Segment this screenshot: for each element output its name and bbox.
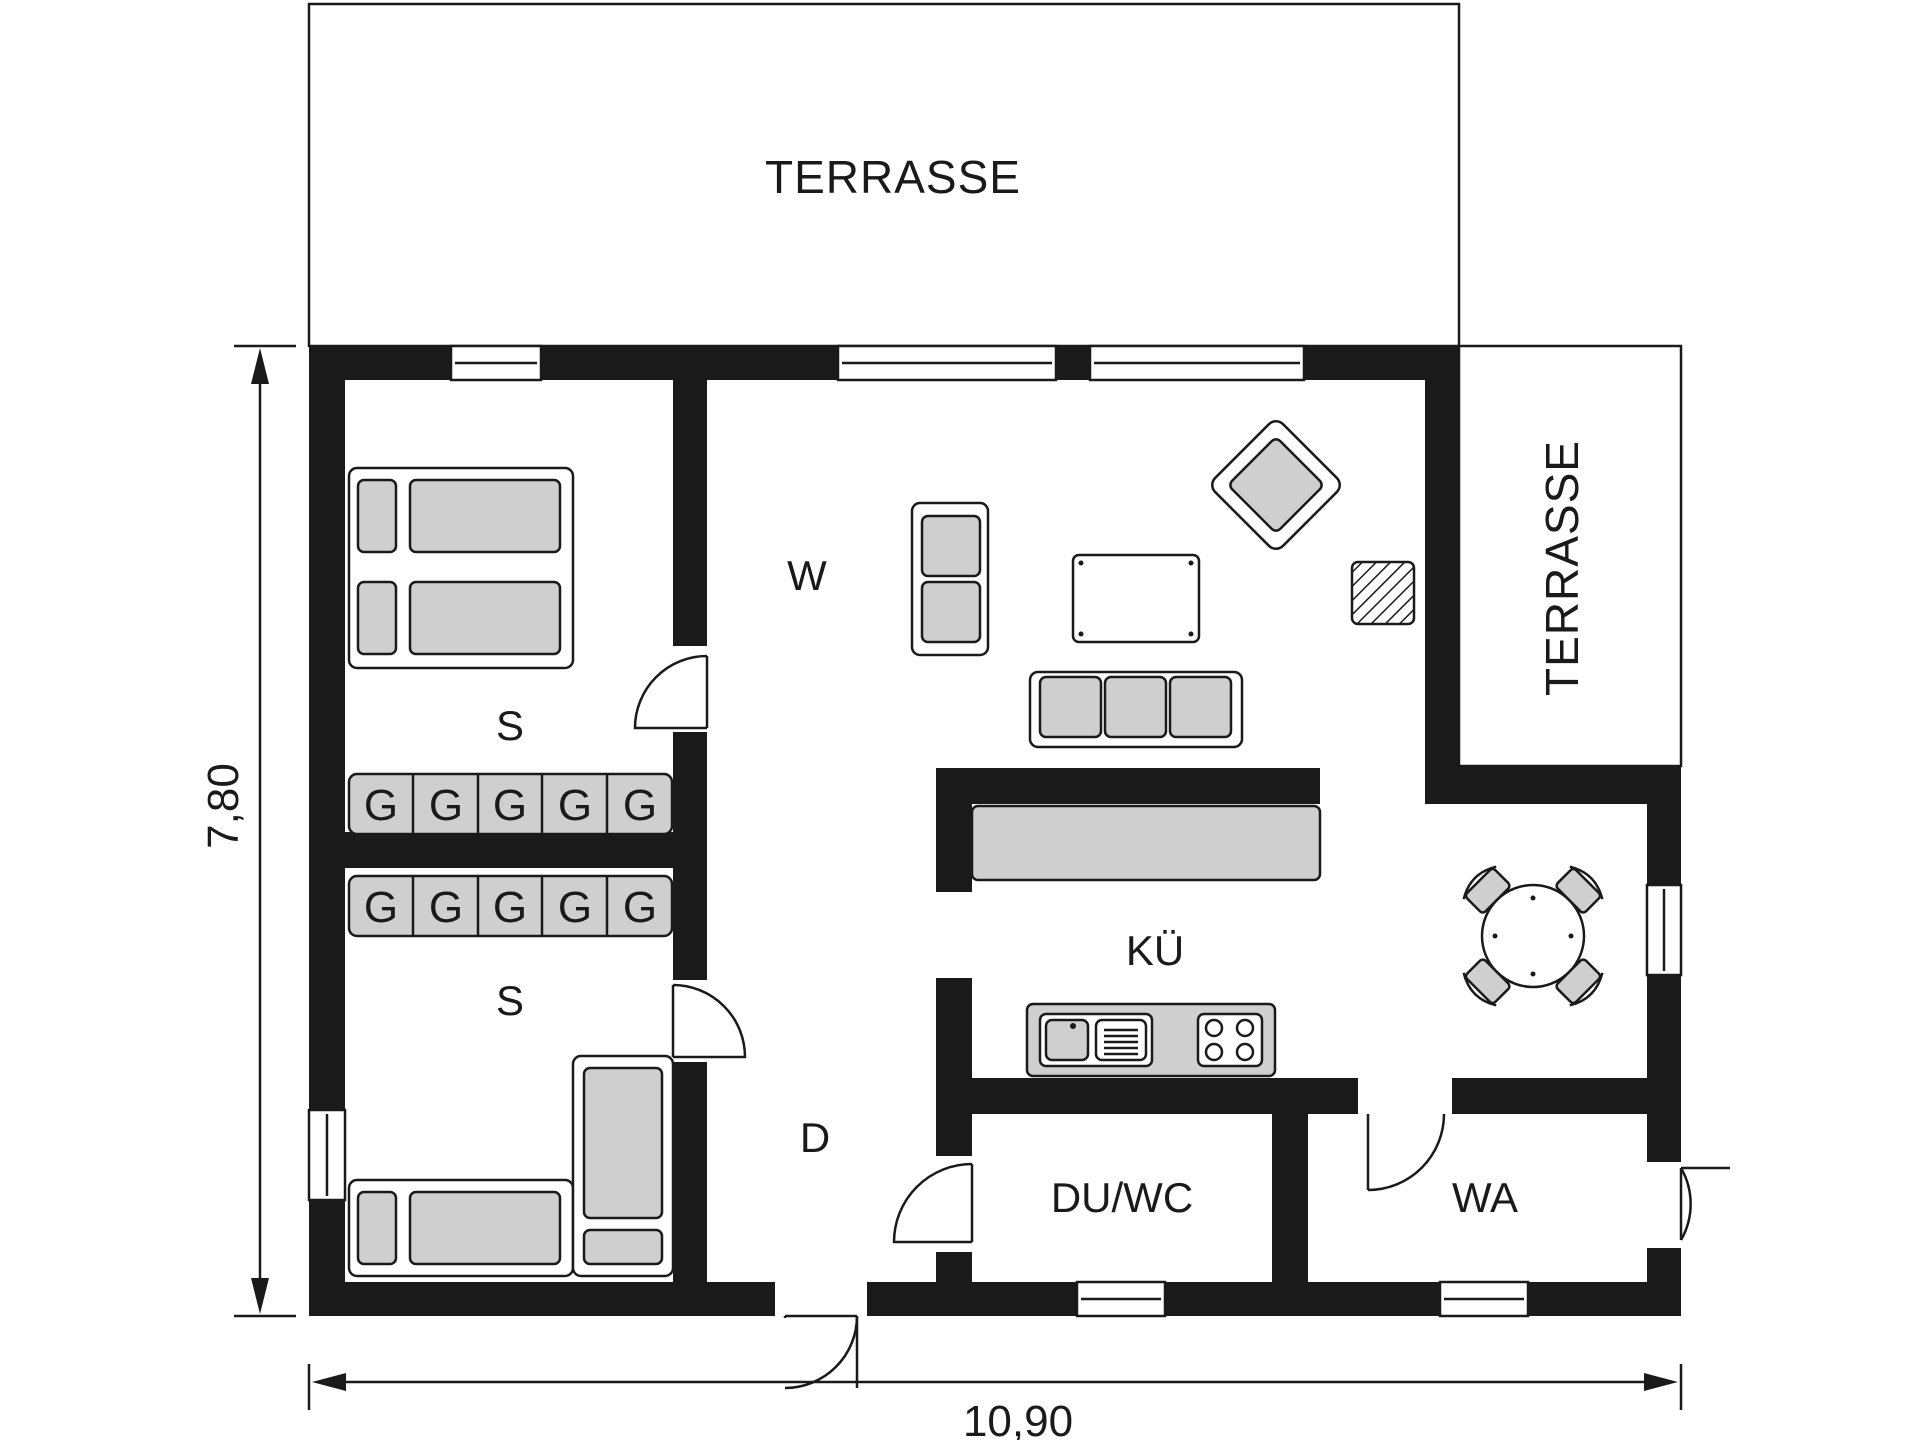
room-label-laundry: WA — [1452, 1174, 1518, 1221]
single-bed-horizontal — [347, 1178, 575, 1278]
coffee-table — [1071, 553, 1201, 644]
wardrobe-label: G — [558, 883, 592, 932]
wardrobe-label: G — [558, 781, 592, 830]
dimension-depth-label: 7,80 — [199, 763, 248, 849]
wardrobe-label: G — [429, 883, 463, 932]
room-label-hall: D — [800, 1114, 830, 1161]
wardrobe-label: G — [493, 781, 527, 830]
wardrobe-label: G — [364, 883, 398, 932]
terrace-top-label: TERRASSE — [765, 151, 1021, 203]
dining-table — [1462, 865, 1604, 1007]
wardrobe-row-lower: G G G G G — [347, 874, 674, 938]
three-seat-sofa — [1028, 670, 1244, 749]
wardrobe-label: G — [429, 781, 463, 830]
room-label-shower-wc: DU/WC — [1051, 1174, 1193, 1221]
dimension-depth — [234, 344, 296, 1318]
room-label-bedroom-1: S — [496, 702, 524, 749]
two-seat-sofa — [910, 501, 990, 657]
room-label-bedroom-2: S — [496, 977, 524, 1024]
room-label-living: W — [787, 552, 827, 599]
wardrobe-label: G — [364, 781, 398, 830]
stove-fireplace — [1350, 560, 1416, 626]
dimension-width — [307, 1364, 1683, 1410]
terrace-right-label: TERRASSE — [1536, 440, 1588, 696]
room-label-kitchen: KÜ — [1126, 927, 1184, 974]
armchair — [1211, 420, 1341, 550]
kitchen-counter-lower — [1025, 1002, 1277, 1078]
kitchen-counter-upper — [970, 804, 1322, 882]
single-bed-vertical — [571, 1054, 675, 1278]
double-bed — [347, 466, 575, 670]
dimension-width-label: 10,90 — [963, 1397, 1073, 1440]
wardrobe-label: G — [493, 883, 527, 932]
wardrobe-row-upper: G G G G G — [347, 772, 674, 836]
wardrobe-label: G — [623, 883, 657, 932]
wardrobe-label: G — [623, 781, 657, 830]
windows — [307, 344, 1683, 1318]
doors — [633, 646, 1730, 1390]
